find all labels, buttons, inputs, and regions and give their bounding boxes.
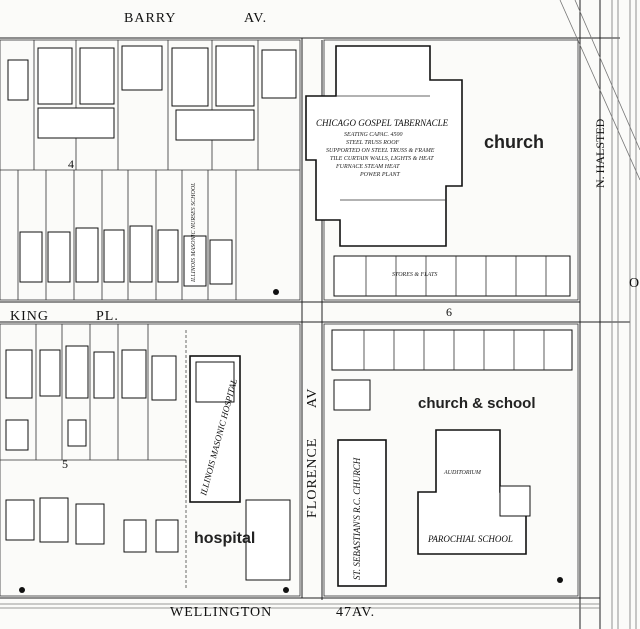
block-4: ILLINOIS MASONIC NURSES SCHOOL <box>0 39 301 301</box>
block-6-north: CHICAGO GOSPEL TABERNACLE SEATING CAPAC.… <box>305 39 579 301</box>
tabernacle-building <box>305 45 463 247</box>
barry-av-label: BARRY <box>124 11 176 26</box>
block-6-south: ST. SEBASTIAN'S R.C. CHURCH AUDITORIUM P… <box>323 323 579 597</box>
church-name-label: ST. SEBASTIAN'S R.C. CHURCH <box>352 457 362 580</box>
king-pl-label: KING <box>10 309 49 324</box>
tabernacle-construction-4: FURNACE STEAM HEAT <box>335 164 400 170</box>
nurses-school-label: ILLINOIS MASONIC NURSES SCHOOL <box>191 182 197 283</box>
church-building <box>337 439 387 587</box>
tabernacle-construction-3: TILE CURTAIN WALLS, LIGHTS & HEAT <box>330 156 434 162</box>
tabernacle-seating: SEATING CAPAC. 4500 <box>344 131 403 138</box>
block-number-4: 4 <box>68 157 74 171</box>
tabernacle-construction-1: STEEL TRUSS ROOF <box>346 140 400 146</box>
parochial-school-label: PAROCHIAL SCHOOL <box>427 534 513 544</box>
annotation-church-school: church & school <box>418 395 536 412</box>
king-pl-suffix: PL. <box>96 309 119 324</box>
auditorium-label: AUDITORIUM <box>443 470 482 476</box>
halsted-st-label: N. HALSTED <box>593 118 607 188</box>
block-number-6: 6 <box>446 305 452 319</box>
stores-label-north: STORES & FLATS <box>392 272 437 278</box>
florence-av-label: FLORENCE <box>305 438 320 518</box>
annotation-church: church <box>484 132 544 152</box>
block-number-5: 5 <box>62 457 68 471</box>
wellington-av-suffix: 47AV. <box>336 605 375 620</box>
annotation-hospital: hospital <box>194 530 255 547</box>
florence-av-suffix: AV <box>305 388 320 408</box>
tabernacle-construction-5: POWER PLANT <box>359 172 400 178</box>
wellington-av-label: WELLINGTON <box>170 605 272 620</box>
block-5: ILLINOIS MASONIC HOSPITAL <box>0 323 301 597</box>
halsted-right-label: O <box>629 276 640 291</box>
barry-av-suffix: AV. <box>244 11 267 26</box>
tabernacle-construction-2: SUPPORTED ON STEEL TRUSS & FRAME <box>326 148 435 154</box>
annotations: church church & school hospital <box>194 132 544 547</box>
tabernacle-title: CHICAGO GOSPEL TABERNACLE <box>316 118 449 128</box>
block-numbers: 4 5 6 <box>62 157 452 471</box>
parochial-school-building <box>417 429 527 555</box>
street-labels: BARRY AV. KING PL. WELLINGTON 47AV. FLOR… <box>10 11 640 620</box>
